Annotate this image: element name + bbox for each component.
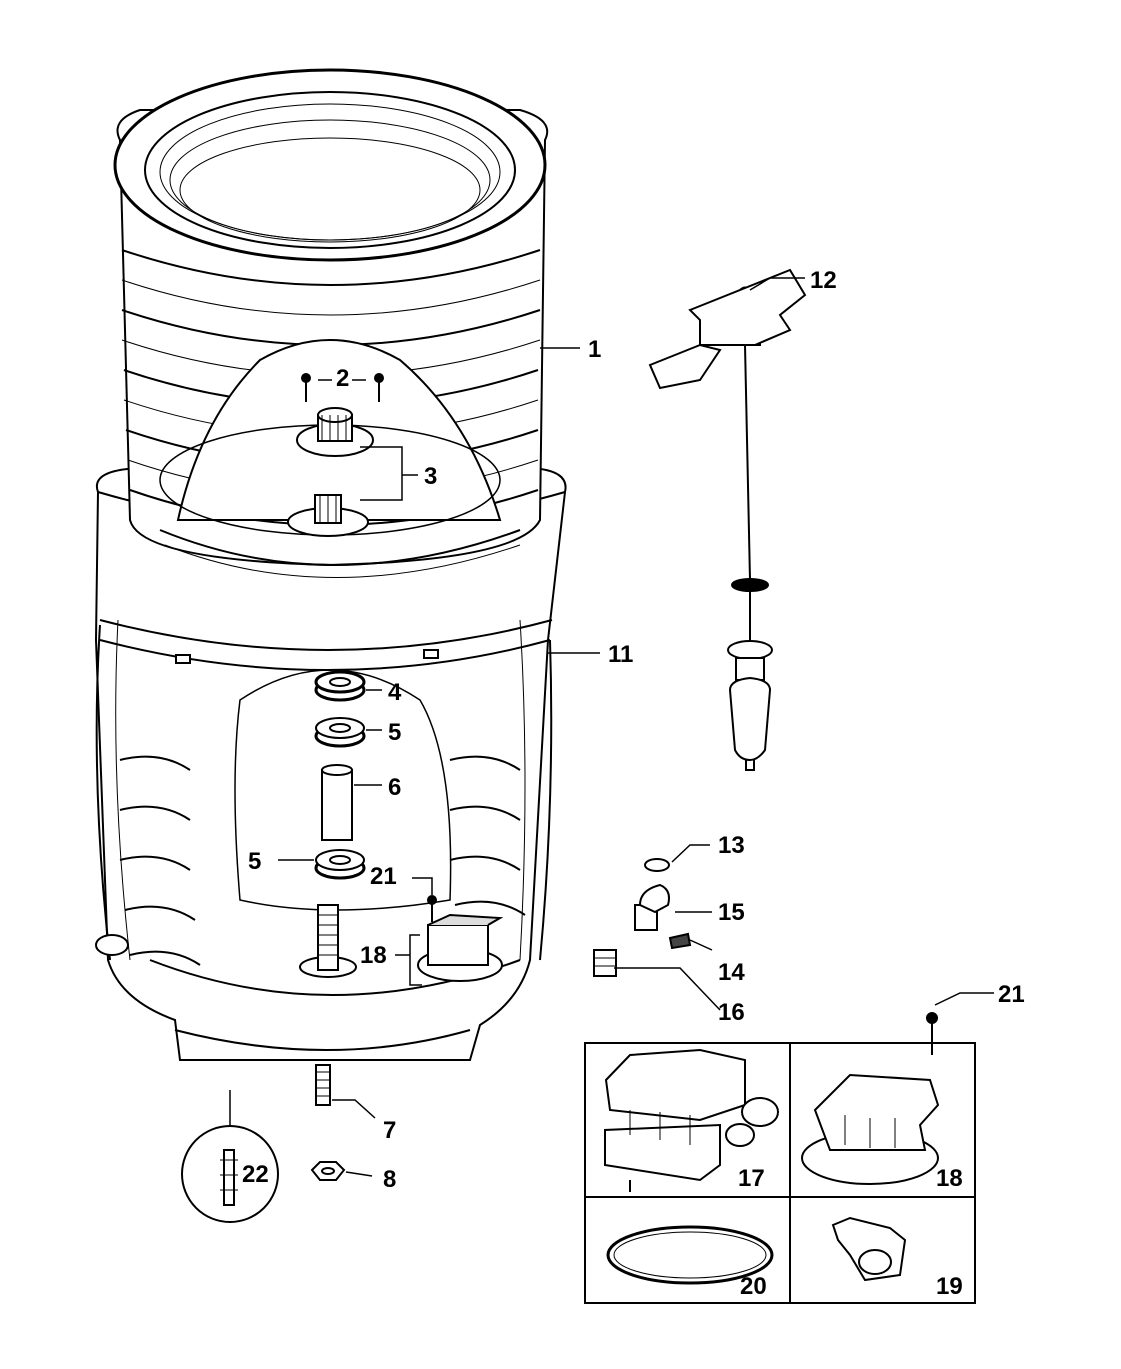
callout-14: 14 <box>718 959 745 986</box>
bearing-stack <box>314 670 366 880</box>
pump-housing-18 <box>801 1012 940 1185</box>
spin-shaft <box>299 904 357 978</box>
water-level-assembly <box>648 268 807 771</box>
callout-2: 2 <box>336 365 349 392</box>
hex-nut <box>310 1161 346 1181</box>
parts-box <box>584 1012 976 1304</box>
basket-screws <box>301 373 384 402</box>
callout-12: 12 <box>810 267 837 294</box>
callout-16: 16 <box>718 999 745 1026</box>
callout-5b: 5 <box>248 848 261 875</box>
callout-11: 11 <box>608 641 633 668</box>
callout-7: 7 <box>383 1117 396 1144</box>
callout-5a: 5 <box>388 719 401 746</box>
callout-17: 17 <box>738 1165 765 1192</box>
callout-22: 22 <box>242 1161 269 1188</box>
callout-21b: 21 <box>998 981 1025 1008</box>
wash-basket <box>113 68 549 578</box>
callout-8: 8 <box>383 1166 396 1193</box>
detail-circle <box>181 1090 279 1223</box>
callout-labels: 1 2 3 4 5 6 5 21 18 7 8 22 11 12 13 15 1… <box>242 267 1025 1300</box>
drain-pump-mounted <box>417 895 504 982</box>
leader-lines <box>278 277 994 1177</box>
callout-18a: 18 <box>360 942 387 969</box>
callout-20: 20 <box>740 1273 767 1300</box>
callout-13: 13 <box>718 832 745 859</box>
pump-assembly-17 <box>604 1048 779 1192</box>
callout-4: 4 <box>388 679 402 706</box>
callout-21a: 21 <box>370 863 397 890</box>
callout-15: 15 <box>718 899 745 926</box>
callout-3: 3 <box>424 463 437 490</box>
small-parts <box>593 858 692 977</box>
callout-19: 19 <box>936 1273 963 1300</box>
outer-tub <box>94 467 567 1061</box>
drive-hub <box>287 407 374 537</box>
callout-6: 6 <box>388 774 401 801</box>
pump-gasket <box>606 1225 774 1285</box>
callout-1: 1 <box>588 336 601 363</box>
drive-stud <box>315 1064 331 1106</box>
callout-18b: 18 <box>936 1165 963 1192</box>
pump-part-19 <box>831 1216 907 1282</box>
